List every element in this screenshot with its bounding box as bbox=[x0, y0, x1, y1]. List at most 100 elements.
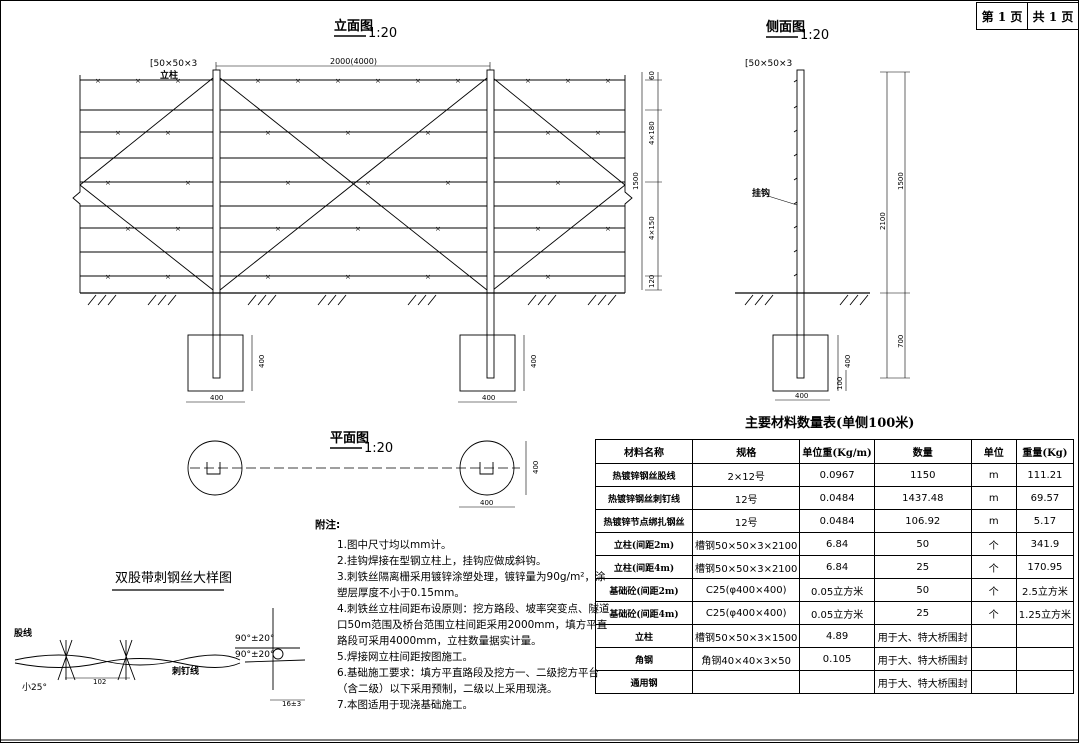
detail-title: 双股带刺钢丝大样图 bbox=[115, 571, 232, 586]
table-cell: C25(φ400×400) bbox=[691, 578, 801, 602]
table-cell bbox=[1015, 647, 1075, 671]
side-post-spec: [50×50×3 bbox=[745, 59, 792, 69]
table-cell bbox=[970, 647, 1017, 671]
svg-text:×: × bbox=[375, 77, 381, 85]
table-cell: 槽钢50×50×3×1500 bbox=[691, 624, 801, 648]
dim-120: 120 bbox=[648, 275, 656, 288]
table-cell bbox=[970, 670, 1017, 694]
table-cell: 2.5立方米 bbox=[1015, 578, 1075, 602]
dim-1500: 1500 bbox=[632, 172, 640, 190]
dim-102: 102 bbox=[93, 678, 106, 686]
side-foundation-width: 400 bbox=[795, 392, 808, 400]
table-cell: 用于大、特大桥围封 bbox=[873, 647, 972, 671]
table-cell bbox=[1015, 624, 1075, 648]
plan-dim-width: 400 bbox=[480, 499, 493, 507]
barb-label: 刺钉线 bbox=[171, 665, 199, 677]
dim-16: 16±3 bbox=[282, 700, 301, 708]
table-header-cell: 单位 bbox=[970, 439, 1017, 464]
table-header-cell: 单位重(Kg/m) bbox=[799, 439, 875, 464]
angle-small: 小25° bbox=[22, 682, 47, 693]
elevation-title: 立面图 bbox=[334, 18, 373, 34]
side-dim-400: 400 bbox=[844, 355, 852, 368]
foundation-width-left: 400 bbox=[210, 394, 223, 402]
table-cell: 12号 bbox=[691, 509, 801, 533]
svg-text:×: × bbox=[435, 225, 441, 233]
strand-label: 股线 bbox=[14, 627, 32, 639]
page-total: 共 1 页 bbox=[1027, 3, 1078, 29]
table-cell bbox=[691, 670, 801, 694]
elevation-post-label: 立柱 bbox=[160, 69, 178, 81]
svg-text:×: × bbox=[265, 129, 271, 137]
svg-text:×: × bbox=[165, 273, 171, 281]
table-header-cell: 规格 bbox=[691, 439, 801, 464]
dim-4x150: 4×150 bbox=[648, 216, 656, 240]
plan-view bbox=[187, 440, 527, 508]
svg-text:×: × bbox=[415, 77, 421, 85]
barbed-wire-detail bbox=[14, 608, 306, 701]
table-cell: 角钢40×40×3×50 bbox=[691, 647, 801, 671]
note-item: 6.基础施工要求：填方平直路段及挖方一、二级挖方平台（含二级）以下采用预制，二级… bbox=[337, 667, 600, 695]
table-cell: 6.84 bbox=[799, 555, 875, 579]
table-header-row: 材料名称规格单位重(Kg/m)数量单位重量(Kg) bbox=[595, 439, 1075, 464]
svg-text:×: × bbox=[295, 77, 301, 85]
svg-text:×: × bbox=[175, 225, 181, 233]
table-cell: 0.05立方米 bbox=[799, 601, 875, 625]
foundation-width-right: 400 bbox=[482, 394, 495, 402]
side-dim-1500: 1500 bbox=[897, 172, 905, 190]
table-cell: 个 bbox=[970, 555, 1017, 579]
materials-title: 主要材料数量表(单侧100米) bbox=[745, 416, 915, 431]
svg-text:×: × bbox=[535, 225, 541, 233]
table-cell: 槽钢50×50×3×2100 bbox=[691, 532, 801, 556]
table-cell: 25 bbox=[873, 601, 972, 625]
svg-text:×: × bbox=[525, 77, 531, 85]
svg-text:×: × bbox=[175, 77, 181, 85]
table-cell: 0.0967 bbox=[799, 463, 875, 487]
table-cell: 0.0484 bbox=[799, 486, 875, 510]
note-item: 4.刺铁丝立柱间距布设原则：挖方路段、坡率突变点、隧道口50m范围及桥台范围立柱… bbox=[337, 603, 610, 647]
svg-text:×: × bbox=[335, 77, 341, 85]
table-cell: 1.25立方米 bbox=[1015, 601, 1075, 625]
table-cell: 111.21 bbox=[1015, 463, 1075, 487]
span-dimension: 2000(4000) bbox=[330, 57, 377, 66]
notes: 附注: 1.图中尺寸均以mm计。2.挂钩焊接在型钢立柱上，挂钩应做成斜钩。3.刺… bbox=[315, 517, 615, 713]
svg-text:×: × bbox=[365, 179, 371, 187]
angle-2: 90°±20° bbox=[235, 650, 274, 660]
angle-1: 90°±20° bbox=[235, 634, 274, 644]
svg-text:×: × bbox=[265, 273, 271, 281]
table-cell: m bbox=[970, 463, 1017, 487]
svg-text:×: × bbox=[275, 225, 281, 233]
side-dim-2100: 2100 bbox=[879, 212, 887, 230]
svg-text:×: × bbox=[105, 273, 111, 281]
table-cell: 0.05立方米 bbox=[799, 578, 875, 602]
table-row: 通用钢用于大、特大桥围封 bbox=[595, 670, 1075, 694]
table-cell: 6.84 bbox=[799, 532, 875, 556]
svg-text:×: × bbox=[345, 129, 351, 137]
table-cell: 4.89 bbox=[799, 624, 875, 648]
plan-scale: 1:20 bbox=[364, 441, 393, 456]
table-cell: 5.17 bbox=[1015, 509, 1075, 533]
table-cell bbox=[1015, 670, 1075, 694]
svg-text:×: × bbox=[165, 129, 171, 137]
svg-text:×: × bbox=[135, 77, 141, 85]
side-dim-100: 100 bbox=[836, 377, 844, 390]
note-item: 2.挂钩焊接在型钢立柱上，挂钩应做成斜钩。 bbox=[337, 555, 547, 567]
table-cell: 0.105 bbox=[799, 647, 875, 671]
note-item: 1.图中尺寸均以mm计。 bbox=[337, 539, 452, 551]
table-cell: 立柱 bbox=[595, 624, 693, 648]
svg-text:×: × bbox=[95, 77, 101, 85]
svg-text:×: × bbox=[605, 225, 611, 233]
wire-barb-marks: ×××××××××××× ××××××× ×××××× ××××××× ××××… bbox=[95, 77, 611, 281]
table-cell bbox=[970, 624, 1017, 648]
table-cell: C25(φ400×400) bbox=[691, 601, 801, 625]
table-cell: 170.95 bbox=[1015, 555, 1075, 579]
table-cell: 热镀锌节点绑扎钢丝 bbox=[595, 509, 693, 533]
svg-text:×: × bbox=[565, 77, 571, 85]
svg-text:×: × bbox=[605, 77, 611, 85]
table-cell: 341.9 bbox=[1015, 532, 1075, 556]
svg-text:×: × bbox=[125, 225, 131, 233]
